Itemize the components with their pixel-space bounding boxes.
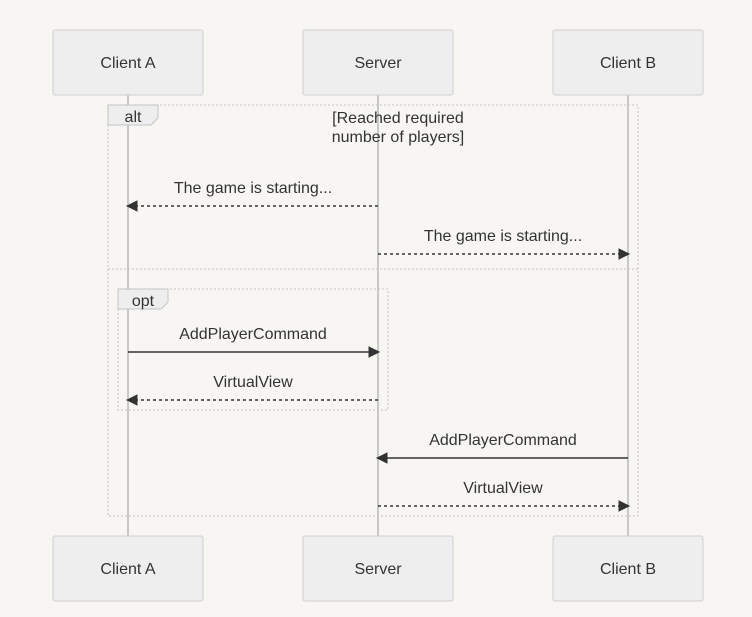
message-client-b-to-server-add-player: AddPlayerCommand (375, 432, 628, 464)
opt-fragment: opt (117, 288, 389, 411)
message-server-to-client-a-game-starting: The game is starting... (125, 180, 378, 212)
actor-label: Client B (600, 561, 656, 578)
alt-fragment: alt [Reached required number of players] (107, 104, 639, 517)
actor-label: Client B (600, 55, 656, 72)
arrowhead-right-icon (618, 500, 631, 512)
message-label: The game is starting... (424, 228, 582, 245)
alt-tab (107, 104, 159, 126)
actor-client-a-bottom: Client A (52, 535, 204, 602)
message-label: The game is starting... (174, 180, 332, 197)
alt-frame (107, 104, 639, 517)
arrowhead-left-icon (125, 394, 138, 406)
actor-box (52, 535, 204, 602)
message-client-a-to-server-add-player: AddPlayerCommand (128, 326, 381, 358)
arrowhead-left-icon (375, 452, 388, 464)
arrowhead-right-icon (368, 346, 381, 358)
arrowhead-left-icon (125, 200, 138, 212)
actor-label: Server (354, 561, 402, 578)
message-label: AddPlayerCommand (429, 432, 577, 449)
actor-box (52, 29, 204, 96)
message-server-to-client-b-game-starting: The game is starting... (378, 228, 631, 260)
message-server-to-client-b-virtual-view: VirtualView (378, 480, 631, 512)
arrowhead-right-icon (618, 248, 631, 260)
message-label: VirtualView (463, 480, 543, 497)
actor-box (552, 29, 704, 96)
message-server-to-client-a-virtual-view: VirtualView (125, 374, 378, 406)
actor-client-a-top: Client A (52, 29, 204, 96)
opt-frame (117, 288, 389, 411)
actor-server-bottom: Server (302, 535, 454, 602)
actor-box (302, 29, 454, 96)
message-label: VirtualView (213, 374, 293, 391)
actor-label: Server (354, 55, 402, 72)
alt-condition-line-2: number of players] (332, 129, 465, 146)
actor-server-top: Server (302, 29, 454, 96)
actor-box (302, 535, 454, 602)
actor-client-b-top: Client B (552, 29, 704, 96)
opt-label: opt (132, 293, 155, 310)
actor-client-b-bottom: Client B (552, 535, 704, 602)
actor-label: Client A (100, 561, 155, 578)
actor-box (552, 535, 704, 602)
message-label: AddPlayerCommand (179, 326, 327, 343)
opt-tab (117, 288, 169, 310)
alt-label: alt (125, 109, 142, 126)
actor-label: Client A (100, 55, 155, 72)
alt-condition-line-1: [Reached required (332, 110, 464, 127)
